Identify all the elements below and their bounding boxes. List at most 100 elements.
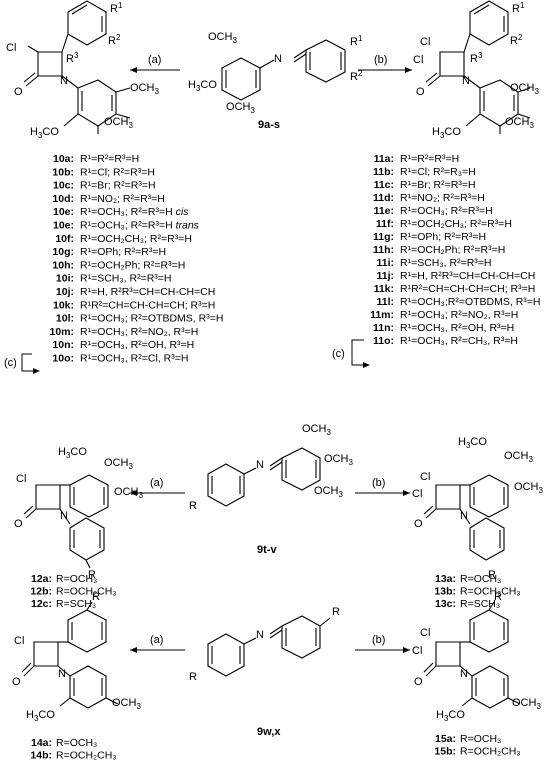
compound-code: 14b: bbox=[30, 750, 52, 762]
arrow-b-label: (b) bbox=[374, 54, 387, 66]
compound-substituents: R=OCH₂CH₃ bbox=[56, 750, 117, 762]
compound-code: 10g: bbox=[52, 246, 74, 258]
r3-label: R3 bbox=[470, 51, 483, 65]
o-label: O bbox=[14, 518, 23, 530]
compound-substituents: R¹=OCH₃;R²=OTBDMS, R³=H bbox=[400, 296, 541, 308]
cl-label: Cl bbox=[6, 42, 16, 54]
compound-code: 11l: bbox=[376, 296, 394, 308]
compound-code: 10h: bbox=[52, 259, 74, 271]
n-label: N bbox=[60, 75, 68, 87]
n-label: N bbox=[460, 510, 468, 522]
product-14-structure bbox=[21, 601, 119, 709]
compound-code: 10f: bbox=[55, 233, 74, 245]
compound-substituents: R¹=R²=R³=H bbox=[80, 153, 139, 165]
och3-label: OCH3 bbox=[324, 453, 353, 467]
compound-substituents: R¹=OCH₃, R²=OH, R³=H bbox=[400, 322, 514, 334]
n-label: N bbox=[256, 459, 264, 471]
compound-code: 11j: bbox=[376, 270, 394, 282]
compound-substituents: R¹R²=CH=CH-CH=CH; R³=H bbox=[80, 299, 215, 311]
cl-label: Cl bbox=[14, 635, 24, 647]
bracket-c-right bbox=[351, 339, 366, 366]
arrow-head bbox=[130, 490, 137, 496]
arrow-a-label: (a) bbox=[150, 634, 163, 646]
compound-code: 11a: bbox=[374, 153, 394, 165]
compound-substituents: R¹=OCH₃, R²=Cl, R³=H bbox=[80, 353, 188, 365]
reactant-label-9t-v: 9t-v bbox=[257, 544, 277, 556]
compound-code: 11n: bbox=[373, 322, 394, 334]
compound-code: 11e: bbox=[374, 205, 394, 217]
arrow-head bbox=[130, 67, 137, 73]
compound-substituents: R¹=Br; R²=R³=H bbox=[80, 180, 156, 192]
r-label: R bbox=[189, 500, 197, 512]
r-label: R bbox=[488, 569, 496, 581]
compound-substituents: R=OCH₃ bbox=[56, 737, 97, 749]
compound-code: 13b: bbox=[434, 586, 456, 598]
h3co-label: H3CO bbox=[436, 709, 465, 723]
compound-code: 11c: bbox=[374, 179, 394, 191]
r2-label: R2 bbox=[108, 33, 121, 47]
compound-substituents: R=SCH₃ bbox=[460, 598, 500, 610]
compound-substituents: R¹=H, R²R³=CH=CH-CH=CH bbox=[80, 286, 215, 298]
o-label: O bbox=[12, 676, 21, 688]
h3co-label: H3CO bbox=[188, 79, 217, 93]
compound-substituents: R¹=Cl; R²=R₃=H bbox=[400, 166, 476, 178]
product-13-structure bbox=[423, 474, 509, 561]
compound-substituents: R¹=OCH₃; R²=R³=H trans bbox=[80, 220, 200, 232]
och3-label: OCH3 bbox=[314, 485, 343, 499]
product-10-structure bbox=[23, 0, 131, 134]
n-label: N bbox=[462, 75, 470, 87]
stereo-descriptor: cis bbox=[176, 206, 190, 218]
compound-substituents: R=OCH₂CH₃ bbox=[460, 746, 521, 758]
och3-label: OCH3 bbox=[208, 31, 237, 45]
cl-label: Cl bbox=[16, 473, 26, 485]
compound-substituents: R¹=OCH₃; R²=R³=H bbox=[400, 205, 493, 217]
compound-code: 12b: bbox=[30, 586, 52, 598]
bracket-c-label: (c) bbox=[4, 357, 17, 369]
compound-substituents: R¹=SCH₃, R²=R³=H bbox=[80, 273, 172, 285]
arrow-head bbox=[405, 67, 412, 73]
compound-substituents: R=OCH₃ bbox=[460, 573, 501, 585]
och3-label: OCH3 bbox=[130, 82, 159, 96]
compound-substituents: R=SCH₃ bbox=[56, 598, 96, 610]
r-label: R bbox=[92, 591, 100, 603]
r2-label: R2 bbox=[510, 33, 523, 47]
compound-code: 11i: bbox=[376, 257, 394, 269]
och3-label: OCH3 bbox=[104, 116, 133, 130]
compound-code: 10e: bbox=[53, 220, 74, 232]
compound-code: 11d: bbox=[373, 192, 394, 204]
r2-label: R2 bbox=[350, 69, 363, 83]
o-label: O bbox=[416, 86, 425, 98]
compound-code: 11g: bbox=[373, 231, 394, 243]
och3-label: OCH3 bbox=[512, 697, 541, 711]
arrow-head bbox=[403, 647, 410, 653]
compound-code: 10d: bbox=[52, 193, 74, 205]
arrow-b-label: (b) bbox=[372, 477, 385, 489]
och3-label: OCH3 bbox=[112, 697, 141, 711]
h3co-label: H3CO bbox=[58, 446, 87, 460]
compound-substituents: R¹=OCH₃, R²=OH, R³=H bbox=[80, 339, 194, 351]
arrow-head bbox=[403, 490, 410, 496]
compound-substituents: R¹=OCH₃; R²=NO₂, R³=H bbox=[80, 326, 198, 338]
compound-code: 10c: bbox=[53, 180, 74, 192]
compound-code: 11f: bbox=[376, 218, 394, 230]
compound-substituents: R=OCH₃ bbox=[56, 573, 97, 585]
compound-substituents: R¹=OCH₃; R²=R³=H cis bbox=[80, 206, 189, 218]
compound-code: 11m: bbox=[370, 309, 394, 321]
compound-substituents: R¹=NO₂; R²=R³=H bbox=[400, 192, 485, 204]
compound-substituents: R¹=OPh; R²=R³=H bbox=[80, 246, 166, 258]
compound-code: 10j: bbox=[56, 286, 74, 298]
compound-code: 10a: bbox=[53, 153, 74, 165]
compound-substituents: R¹=Cl; R²=R³=H bbox=[80, 166, 155, 178]
compound-code: 12a: bbox=[31, 573, 52, 585]
n-label: N bbox=[256, 629, 264, 641]
r1-label: R1 bbox=[350, 34, 363, 48]
r-label: R bbox=[88, 569, 96, 581]
r1-label: R1 bbox=[110, 1, 123, 15]
r3-label: R3 bbox=[66, 51, 79, 65]
bracket-c-left bbox=[21, 353, 36, 372]
n-label: N bbox=[460, 668, 468, 680]
